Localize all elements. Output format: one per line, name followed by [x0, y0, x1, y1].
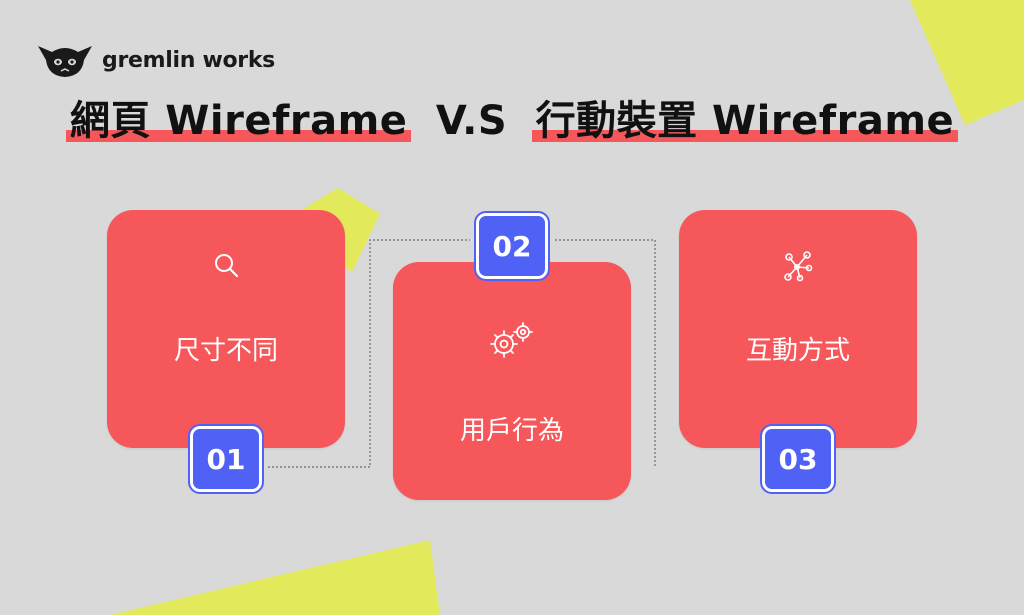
- title-part-mobile: 行動裝置 Wireframe: [531, 98, 959, 144]
- page-title-container: 網頁 Wireframe V.S 行動裝置 Wireframe: [0, 88, 1024, 146]
- yellow-shape-top-right: [910, 0, 1024, 125]
- dotted-connector-line: [268, 239, 656, 468]
- card-label: 用戶行為: [459, 416, 564, 446]
- card-size-difference: 尺寸不同: [107, 210, 345, 448]
- network-icon: [784, 251, 813, 282]
- card-label: 尺寸不同: [173, 336, 278, 366]
- card-user-behavior: 用戶行為: [393, 262, 631, 500]
- card-interaction-method: 互動方式: [679, 210, 917, 448]
- card-number-badge: 03: [760, 424, 836, 494]
- card-number-badge: 01: [188, 424, 264, 494]
- title-part-web: 網頁 Wireframe: [65, 98, 412, 144]
- gears-icon: [490, 322, 533, 358]
- brand-name: gremlin works: [102, 47, 275, 73]
- gremlin-mascot-icon: [38, 46, 92, 77]
- card-label: 互動方式: [745, 336, 850, 366]
- title-versus: V.S: [435, 98, 508, 144]
- card-number-badge: 02: [474, 211, 550, 281]
- page-title: 網頁 Wireframe V.S 行動裝置 Wireframe: [65, 88, 959, 146]
- brand-logo[interactable]: gremlin works: [36, 40, 275, 80]
- yellow-shape-bottom-left: [110, 540, 440, 615]
- search-icon: [215, 254, 239, 278]
